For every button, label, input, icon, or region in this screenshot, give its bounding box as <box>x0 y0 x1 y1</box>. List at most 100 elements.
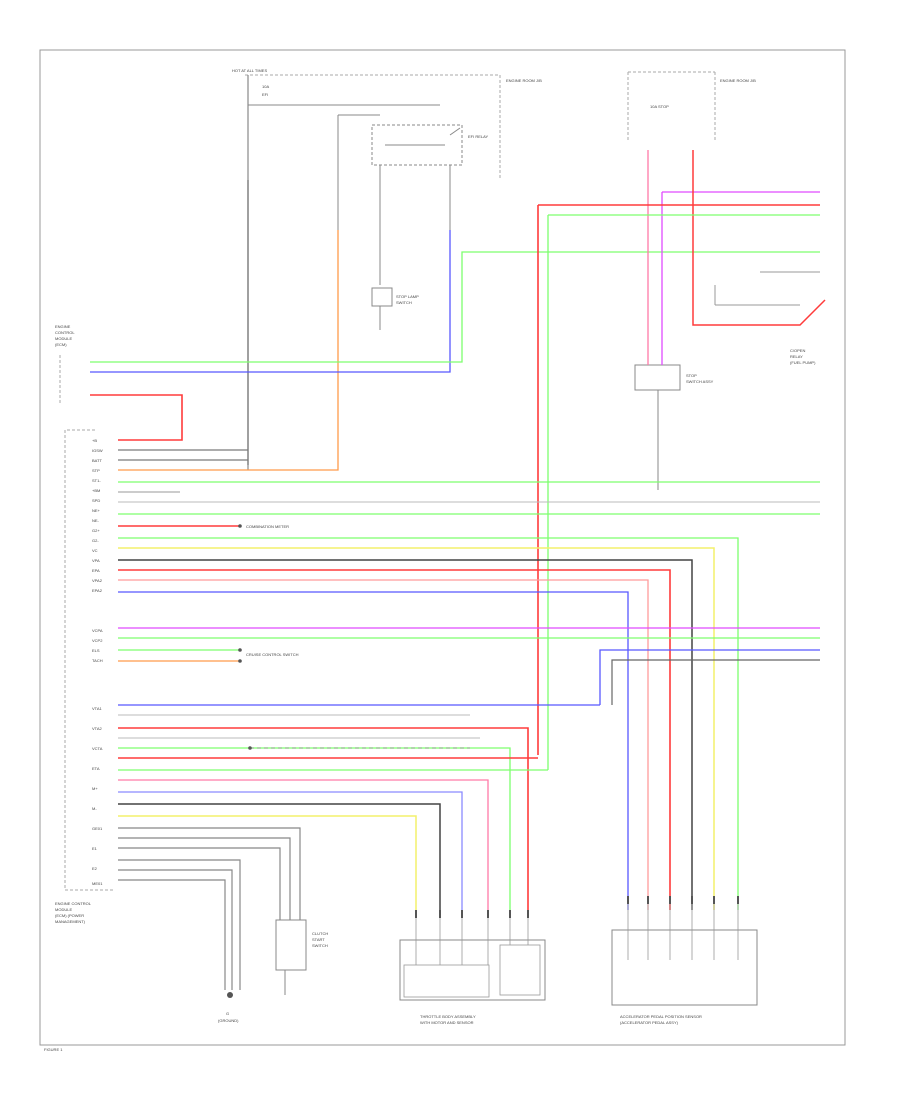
pin-label-18: ELS <box>92 648 100 653</box>
wire-black-804 <box>118 803 441 910</box>
pin-label-25: M- <box>92 806 97 811</box>
wire-red-tr <box>692 150 826 326</box>
pin-label-15: EPA2 <box>92 588 103 593</box>
pin-label-24: M+ <box>92 786 98 791</box>
ecm-title-1: ENGINE <box>55 324 71 329</box>
junction-650 <box>238 648 242 652</box>
wire-blue-r650 <box>599 649 820 705</box>
stop-lamp-line1: STOP LAMP <box>396 294 419 299</box>
wire-gray-848 <box>118 847 281 920</box>
wire-green-top <box>90 251 820 363</box>
throttle-body-2: WITH MOTOR AND SENSOR <box>420 1020 474 1025</box>
stop-lamp-switch <box>371 287 393 307</box>
throttle-body-inner1 <box>403 964 490 998</box>
wire-red-728 <box>118 727 529 910</box>
pin-label-11: VC <box>92 548 98 553</box>
wire-pink-580 <box>118 579 649 910</box>
wire-blue-top <box>90 230 451 373</box>
ecm-title-2: CONTROL <box>55 330 75 335</box>
fuse-block-left-label: ENGINE ROOM J/B <box>506 78 542 83</box>
fpr-2: RELAY <box>790 354 803 359</box>
relay-label: EFI RELAY <box>468 134 488 139</box>
wire-blue-592 <box>118 591 629 910</box>
clutch-2: START <box>312 937 325 942</box>
pin-label-23: ETA <box>92 766 100 771</box>
pin-label-3: STP <box>92 468 100 473</box>
wire-yellow-816 <box>118 815 417 910</box>
throttle-body <box>399 939 546 1001</box>
ground-left-2: (GROUND) <box>218 1018 239 1023</box>
throttle-body-inner2 <box>499 944 541 996</box>
fuse-left-a: 10A <box>262 84 269 89</box>
ecm-bottom-3: (ECM) (POWER <box>55 913 84 918</box>
pin-label-12: VPA <box>92 558 100 563</box>
pin-label-7: NE+ <box>92 508 101 513</box>
pin-label-2: BATT <box>92 458 102 463</box>
pin-label-13: EPA <box>92 568 100 573</box>
ecm-title-3: MODULE <box>55 336 72 341</box>
stop-lamp-line2: SWITCH <box>396 300 412 305</box>
fuse-left-b: EFI <box>262 92 268 97</box>
ecm-title-4: (ECM) <box>55 342 67 347</box>
pin-label-22: VCTA <box>92 746 103 751</box>
page-tag: FIGURE 1 <box>44 1047 63 1052</box>
stop-switch-right-1: STOP <box>686 373 697 378</box>
diagram-frame <box>39 49 846 1046</box>
pin-label-5: +BM <box>92 488 100 493</box>
wire-green-748 <box>118 747 511 910</box>
ecm-bottom-4: MANAGEMENT) <box>55 919 86 924</box>
efi-relay <box>371 124 463 166</box>
ground-left-1: G <box>226 1011 229 1016</box>
wire-orange-top <box>118 230 339 471</box>
fpr-3: (FUEL PUMP) <box>790 360 816 365</box>
pin-label-19: TACH <box>92 658 103 663</box>
fuse-right-label: 10A STOP <box>650 104 669 109</box>
pin-label-0: +B <box>92 438 97 443</box>
note-combination-meter: COMBINATION METER <box>246 524 289 529</box>
wire-green-538 <box>118 537 739 910</box>
pin-label-20: VTA1 <box>92 706 102 711</box>
clutch-1: CLUTCH <box>312 931 328 936</box>
wire-gray-838 <box>118 837 291 920</box>
junction-748 <box>248 746 252 750</box>
wire-gray-870 <box>118 869 233 990</box>
note-cruise-switch: CRUISE CONTROL SWITCH <box>246 652 299 657</box>
ecm-pin-labels: +B IGSW BATT STP ST1- +BM SPD NE+ NE- G2… <box>92 438 103 886</box>
wire-red-top <box>90 394 183 441</box>
hot-label: HOT AT ALL TIMES <box>232 68 267 73</box>
pin-label-21: VTA2 <box>92 726 102 731</box>
ecm-dash-box <box>64 429 115 891</box>
accel-2: (ACCELERATOR PEDAL ASSY) <box>620 1020 679 1025</box>
component-feeds <box>415 904 739 965</box>
pin-label-10: G2- <box>92 538 99 543</box>
pin-label-1: IGSW <box>92 448 103 453</box>
pin-label-17: VCP2 <box>92 638 103 643</box>
wire-blue-792 <box>118 791 463 910</box>
pin-label-14: VPA2 <box>92 578 103 583</box>
pin-label-28: E2 <box>92 866 98 871</box>
accel-pedal-sensor <box>611 929 758 1006</box>
fuse-block-right-label: ENGINE ROOM J/B <box>720 78 756 83</box>
ecm-bottom-1: ENGINE CONTROL <box>55 901 92 906</box>
wire-red-570 <box>118 569 671 910</box>
wire-pink-780 <box>118 779 489 910</box>
clutch-3: SWITCH <box>312 943 328 948</box>
pin-label-27: E1 <box>92 846 98 851</box>
pin-label-8: NE- <box>92 518 100 523</box>
throttle-body-1: THROTTLE BODY ASSEMBLY <box>420 1014 476 1019</box>
pin-label-9: G2+ <box>92 528 100 533</box>
stop-switch-right <box>634 364 681 391</box>
pin-label-4: ST1- <box>92 478 101 483</box>
ecm-bottom-2: MODULE <box>55 907 72 912</box>
fpr-1: C/OPEN <box>790 348 805 353</box>
wire-gray-r660 <box>611 659 820 705</box>
junction-661 <box>238 659 242 663</box>
relay-contact <box>449 127 461 136</box>
junction-526 <box>238 524 242 528</box>
ground-left-symbol <box>227 992 233 998</box>
stop-switch-right-2: SWITCH ASSY <box>686 379 714 384</box>
wire-black-560 <box>118 559 693 910</box>
pin-label-16: VCPA <box>92 628 103 633</box>
wire-yellow-548 <box>118 547 715 910</box>
wire-gray-828 <box>118 827 301 920</box>
